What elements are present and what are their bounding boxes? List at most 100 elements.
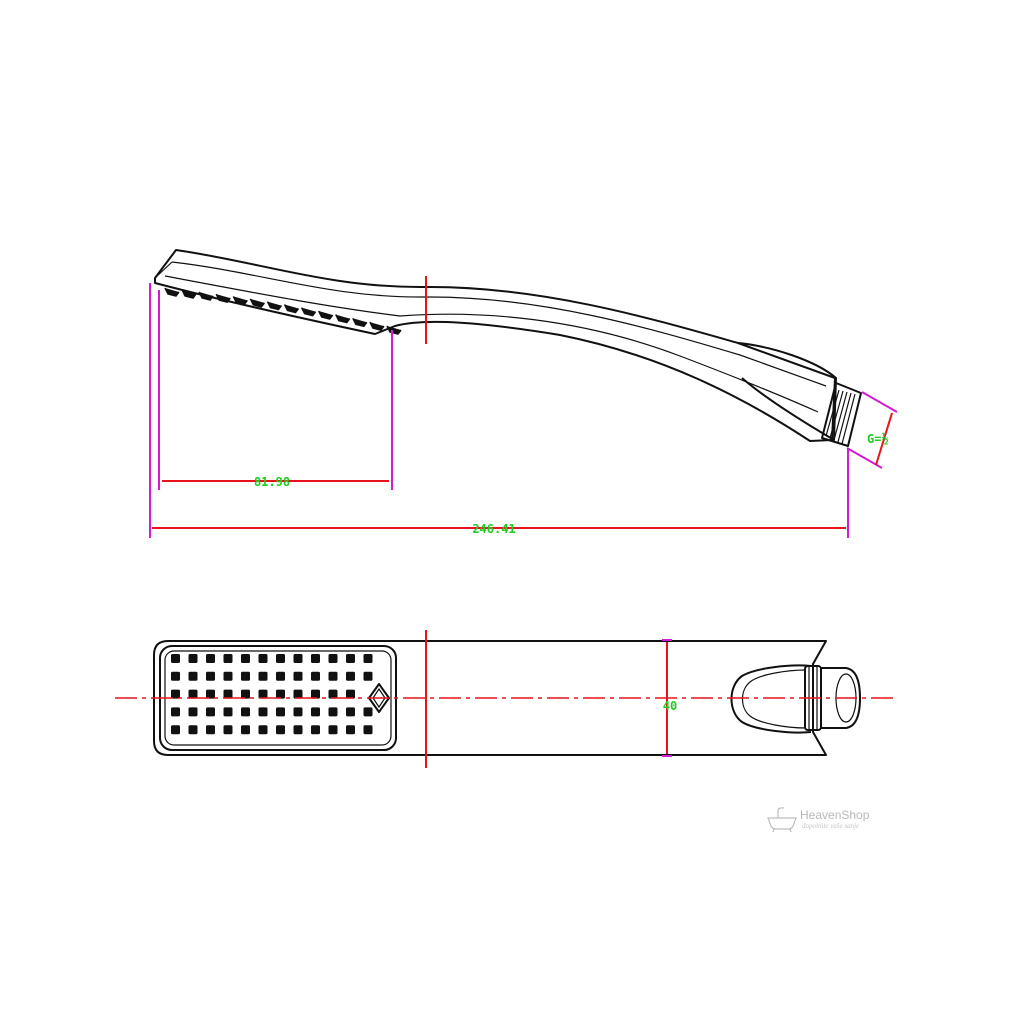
spray-nozzle [188,671,198,681]
spray-nozzle [363,671,373,681]
dim-spray-face: 81.98 [162,475,389,489]
spray-nozzle [363,707,373,717]
spray-nozzle [258,671,268,681]
mode-button-diamond [368,683,390,713]
spray-nozzle [311,689,320,699]
handle-top-outline [153,640,827,756]
spray-nozzle [276,725,285,735]
spray-nozzle [276,671,285,681]
spray-nozzle [346,654,355,663]
spray-nozzle [293,689,303,699]
spray-nozzle [311,654,320,663]
spray-nozzle [258,725,268,735]
spray-nozzle [311,671,320,681]
spray-nozzle-grid [171,654,373,735]
spray-nozzle [223,654,233,663]
spray-nozzle [346,725,355,735]
spray-nozzle [363,654,373,663]
spray-nozzle [241,725,250,735]
handle-side-inner-bottom [164,275,819,413]
dim-spray-face-label: 81.98 [254,475,290,489]
spray-nozzle [276,654,285,663]
dim-thread: G=½ [867,412,893,466]
spray-nozzle-side [198,291,214,301]
spray-nozzle [328,707,338,717]
side-view [154,249,862,447]
spray-nozzle [171,707,180,717]
watermark-brand: HeavenShop [800,808,870,822]
spray-nozzles-side [164,287,402,335]
spray-nozzle [241,671,250,681]
dim-width-label: 40 [663,699,677,713]
spray-nozzle [311,707,320,717]
watermark-tagline: dopolnite vaše sanje [802,822,859,830]
dim-overall: 246.41 [152,522,846,536]
spray-nozzle-side [181,289,197,299]
connector-cone-side [737,342,837,441]
spray-nozzle [258,654,268,663]
spray-nozzle [206,689,215,699]
dim-thread-label: G=½ [867,432,889,446]
spray-nozzle [293,707,303,717]
spray-nozzle-side [249,298,265,308]
spray-nozzle [241,689,250,699]
spray-nozzle-side [318,310,334,320]
spray-nozzle [346,689,355,699]
spray-nozzle-side [164,287,180,297]
spray-nozzle [206,725,215,735]
spray-nozzle [171,725,180,735]
spray-nozzle [188,654,198,663]
spray-nozzle [328,671,338,681]
spray-nozzle-side [369,321,385,331]
spray-nozzle [223,671,233,681]
spray-nozzle [293,671,303,681]
spray-nozzle [346,671,355,681]
spray-nozzle [171,654,180,663]
watermark: HeavenShop dopolnite vaše sanje [767,807,870,833]
spray-nozzle [188,707,198,717]
spray-nozzle [311,725,320,735]
spray-nozzle-side [352,317,368,328]
top-view [153,640,861,756]
spray-nozzle [241,654,250,663]
bathtub-logo-icon [767,807,797,833]
spray-nozzle [346,707,355,717]
handle-side-inner-top [171,261,827,387]
spray-nozzle-side [232,296,248,306]
spray-nozzle [328,689,338,699]
spray-nozzle-side [300,307,317,317]
spray-nozzle [223,689,233,699]
spray-nozzle-side [335,314,351,324]
spray-nozzle [258,707,268,717]
spray-nozzle [171,689,180,699]
dim-overall-label: 246.41 [472,522,515,536]
spray-nozzle [363,725,373,735]
spray-nozzle [206,654,215,663]
spray-nozzle [276,707,285,717]
spray-nozzle [328,654,338,663]
thread-side [821,382,862,447]
tip-edge [154,261,173,279]
spray-nozzle [258,689,268,699]
spray-nozzle-side [266,301,283,311]
spray-nozzle [206,707,215,717]
spray-nozzle [188,725,198,735]
spray-nozzle-side [215,293,231,303]
spray-nozzle [293,725,303,735]
handle-side-outline [154,249,836,442]
ext-line-thread-top [861,391,898,413]
spray-nozzle [328,725,338,735]
spray-nozzle [241,707,250,717]
spray-nozzle-side [283,304,300,314]
spray-nozzle [293,654,303,663]
spray-nozzle [171,671,180,681]
dim-width: 40 [662,639,677,757]
spray-nozzle [188,689,198,699]
connector-teardrop-top [730,664,812,734]
spray-nozzle [206,671,215,681]
spray-nozzle [223,707,233,717]
spray-nozzle-side [386,325,402,335]
spray-nozzle [223,725,233,735]
spray-nozzle [276,689,285,699]
